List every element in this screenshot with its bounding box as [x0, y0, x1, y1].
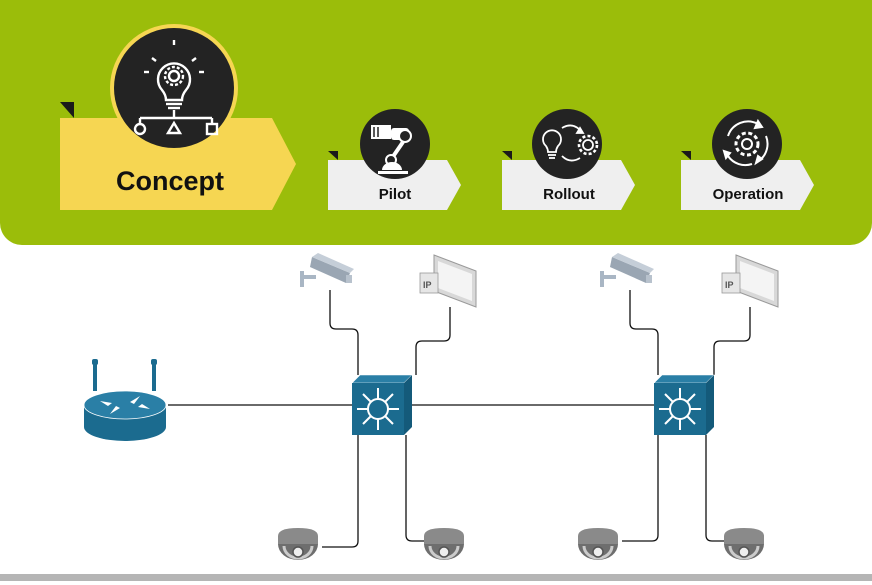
- stage-label-rollout: Rollout: [543, 186, 595, 203]
- link-switch1-dome2: [405, 435, 428, 542]
- rollout-tab-shape: [502, 160, 635, 210]
- robot-arm-icon: [371, 125, 412, 174]
- pilot-tab-shape: [328, 160, 461, 210]
- lightbulb-gear-flowchart-icon: [133, 40, 219, 136]
- stage-label-concept: Concept: [116, 166, 224, 196]
- layer3-switch-icon: [351, 374, 413, 435]
- link-cam1-switch1: [329, 290, 359, 375]
- tab-fold: [502, 151, 512, 160]
- ip-display-icon: IP: [721, 254, 779, 308]
- stage-label-operation: Operation: [712, 186, 784, 203]
- pilot-tab: [328, 109, 461, 210]
- dome-camera-icon: [278, 528, 318, 560]
- tab-fold: [681, 151, 691, 160]
- lightbulb-to-gear-icon: [542, 124, 599, 162]
- wireless-router-icon: [83, 359, 167, 441]
- concept-tab: [60, 24, 296, 210]
- link-switch2-dome4: [705, 435, 728, 542]
- stage-label-pilot: Pilot: [378, 186, 412, 203]
- concept-tab-shape: [60, 118, 296, 210]
- link-ip1-switch1: [415, 307, 451, 375]
- rollout-tab: [502, 109, 635, 210]
- layer3-switch-icon: [653, 374, 715, 435]
- bullet-camera-icon: [600, 253, 654, 287]
- link-switch1-dome1: [322, 435, 359, 548]
- ip-display-icon: IP: [419, 254, 477, 308]
- ip-badge: IP: [725, 280, 734, 290]
- operation-tab: [681, 109, 814, 210]
- network-diagram: IP IP: [83, 253, 779, 560]
- dome-camera-icon: [578, 528, 618, 560]
- operation-tab-shape: [681, 160, 814, 210]
- operation-icon-circle: [712, 109, 782, 179]
- ip-badge: IP: [423, 280, 432, 290]
- tab-fold: [328, 151, 338, 160]
- dome-camera-icon: [424, 528, 464, 560]
- rollout-icon-circle: [532, 109, 602, 179]
- link-cam2-switch2: [629, 290, 659, 375]
- bottom-divider: [0, 574, 872, 581]
- connections: [168, 290, 751, 548]
- dome-camera-icon: [724, 528, 764, 560]
- tab-fold: [60, 102, 74, 118]
- bullet-camera-icon: [300, 253, 354, 287]
- link-switch2-dome3: [622, 435, 659, 542]
- gear-cycle-icon: [722, 118, 769, 167]
- link-ip2-switch2: [713, 307, 751, 375]
